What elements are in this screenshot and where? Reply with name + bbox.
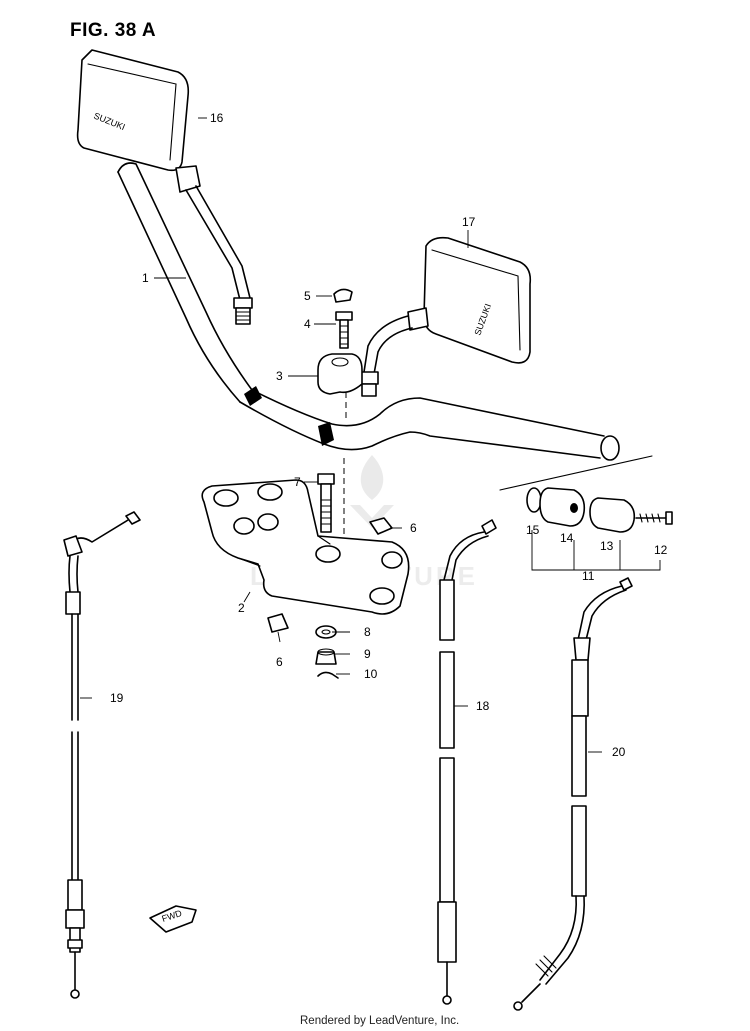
callout-5: 5 bbox=[304, 289, 311, 303]
callout-6-lower: 6 bbox=[276, 655, 283, 669]
callout-4: 4 bbox=[304, 317, 311, 331]
callout-8: 8 bbox=[364, 625, 371, 639]
bracket-11-ticks bbox=[573, 540, 621, 570]
bracket-11 bbox=[531, 530, 661, 571]
callout-labels: 1 2 3 4 5 6 6 7 8 9 10 11 12 13 14 15 16… bbox=[110, 111, 668, 759]
figure-title: FIG. 38 A bbox=[70, 20, 156, 41]
handlebar[interactable] bbox=[117, 162, 620, 461]
callout-17: 17 bbox=[462, 215, 476, 229]
holder-upper-3[interactable] bbox=[317, 353, 363, 395]
callout-3: 3 bbox=[276, 369, 283, 383]
callout-6-upper: 6 bbox=[410, 521, 417, 535]
dash-reference-line bbox=[499, 455, 653, 491]
washer-15[interactable] bbox=[526, 487, 542, 513]
leader-lines bbox=[80, 117, 602, 753]
nut-9[interactable] bbox=[315, 648, 337, 665]
callout-2: 2 bbox=[238, 601, 245, 615]
callout-1: 1 bbox=[142, 271, 149, 285]
cotter-pin-10[interactable] bbox=[317, 671, 339, 679]
callout-12: 12 bbox=[654, 543, 668, 557]
cap-5[interactable] bbox=[333, 288, 353, 303]
cable-19[interactable] bbox=[63, 511, 141, 999]
callout-18: 18 bbox=[476, 699, 490, 713]
callout-7: 7 bbox=[294, 475, 301, 489]
callout-15: 15 bbox=[526, 523, 540, 537]
callout-11: 11 bbox=[582, 569, 595, 583]
bracket-2[interactable] bbox=[201, 479, 410, 615]
callout-16: 16 bbox=[210, 111, 224, 125]
callout-13: 13 bbox=[600, 539, 614, 553]
mirror-left[interactable]: SUZUKI bbox=[76, 49, 253, 325]
watermark-logo bbox=[350, 455, 394, 528]
cable-18[interactable] bbox=[437, 519, 497, 1005]
callout-14: 14 bbox=[560, 531, 574, 545]
screw-12[interactable] bbox=[635, 511, 673, 525]
cable-20[interactable] bbox=[513, 577, 633, 1011]
callout-20: 20 bbox=[612, 745, 626, 759]
callout-19: 19 bbox=[110, 691, 124, 705]
weight-13[interactable] bbox=[589, 497, 636, 533]
fwd-arrow-icon: FWD bbox=[149, 905, 197, 933]
bolt-4[interactable] bbox=[335, 311, 353, 349]
cushion-6-lower[interactable] bbox=[267, 613, 289, 633]
render-credit: Rendered by LeadVenture, Inc. bbox=[300, 1015, 459, 1027]
callout-9: 9 bbox=[364, 647, 371, 661]
callout-10: 10 bbox=[364, 667, 378, 681]
mirror-right[interactable]: SUZUKI bbox=[359, 236, 532, 397]
cushion-6-upper[interactable] bbox=[369, 517, 393, 535]
weight-14[interactable] bbox=[539, 487, 586, 527]
bolt-7[interactable] bbox=[317, 473, 335, 533]
